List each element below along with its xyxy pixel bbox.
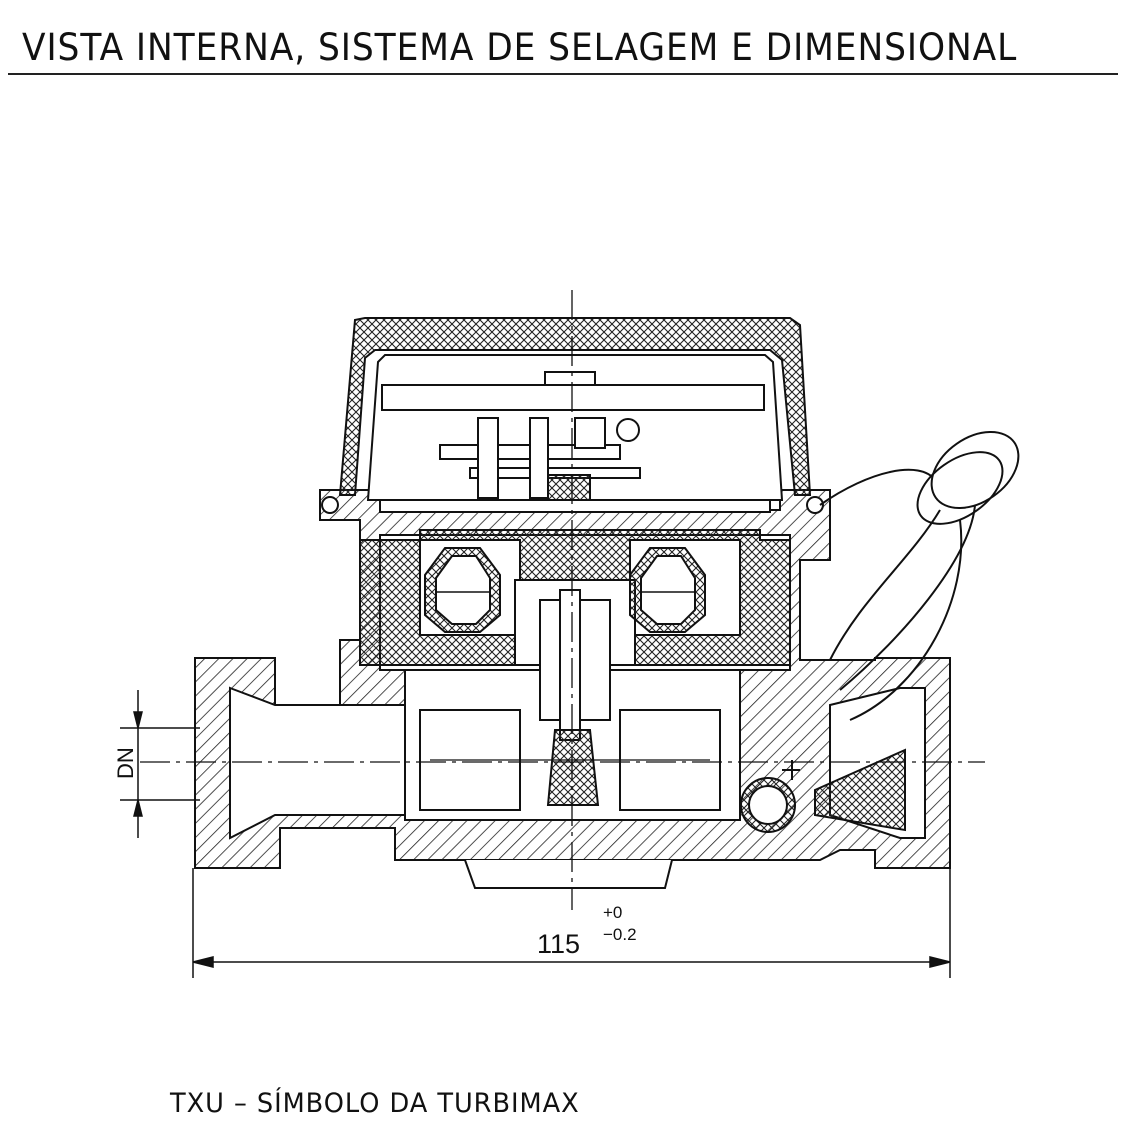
dn-label: DN [113, 747, 138, 779]
center-lines [140, 290, 985, 910]
length-tolerance-lower: −0.2 [603, 925, 637, 944]
pipe-bore [229, 686, 411, 840]
central-shaft [419, 589, 721, 811]
sealing-wire [819, 430, 1020, 721]
check-valve [740, 748, 906, 833]
page-title: VISTA INTERNA, SISTEMA DE SELAGEM E DIME… [22, 26, 1018, 69]
title-underline [8, 73, 1118, 75]
register-dome [321, 317, 824, 514]
bottom-foot [464, 859, 673, 889]
dn-dimension [120, 690, 200, 838]
length-value: 115 [537, 929, 580, 959]
symbol-caption: TXU – SÍMBOLO DA TURBIMAX [170, 1088, 580, 1119]
length-dimension [192, 868, 951, 978]
length-tolerance-upper: +0 [603, 903, 622, 922]
